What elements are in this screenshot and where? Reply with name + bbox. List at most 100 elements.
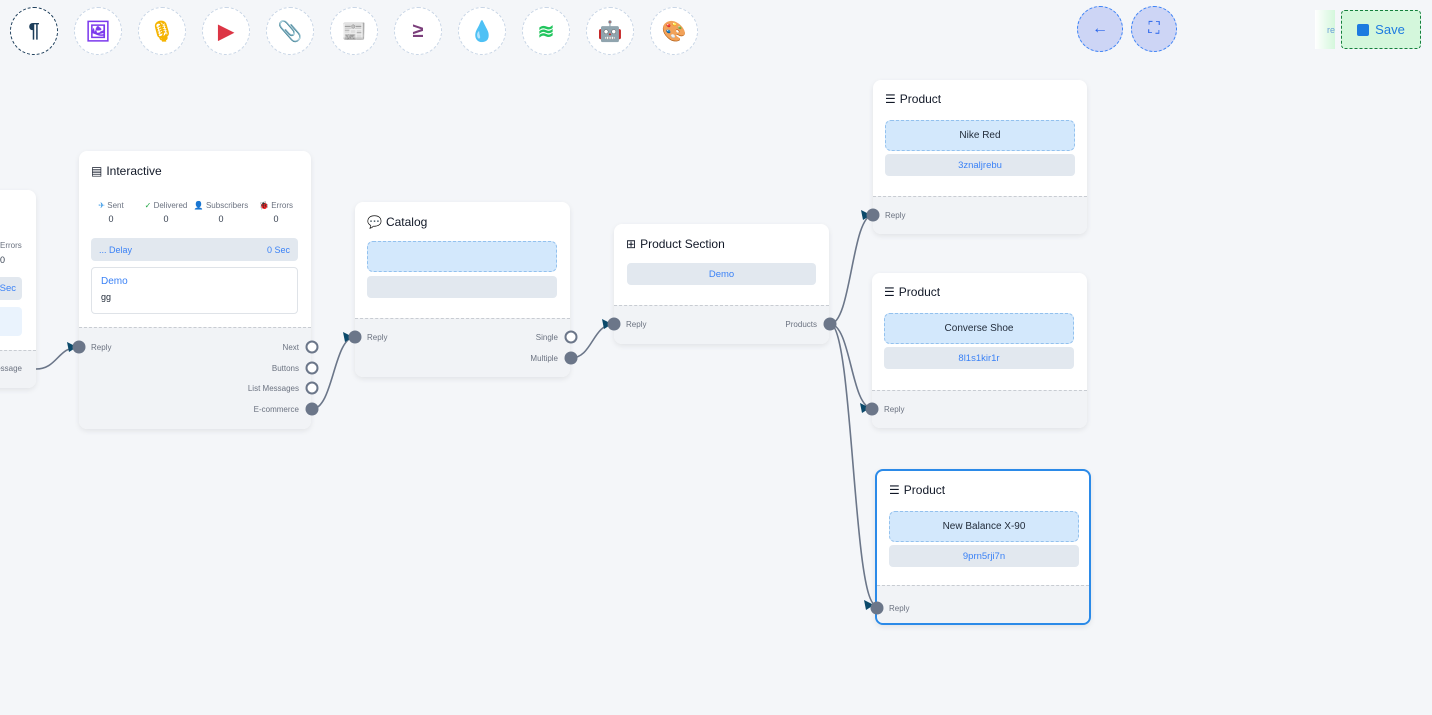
node-title: ⊞Product Section [626, 237, 725, 251]
node-product[interactable]: ☰Product Nike Red 3znaljrebu Reply [866, 80, 1087, 234]
back-button[interactable]: ← [1077, 6, 1123, 52]
bars-icon: ☰ [885, 92, 896, 106]
robot-icon: 🤖 [597, 20, 623, 43]
output-handle[interactable] [305, 381, 319, 395]
input-label: Reply [885, 211, 906, 220]
stat-delivered: ✓ Delivered 0 [138, 201, 194, 224]
partial-button[interactable]: re [1315, 10, 1335, 49]
droplet-icon: 💧 [469, 20, 495, 43]
save-button[interactable]: Save [1341, 10, 1421, 49]
newspaper-icon: 📰 [341, 20, 367, 43]
table-icon: ⊞ [626, 237, 637, 251]
node-footer [872, 390, 1087, 428]
output-handle[interactable] [305, 402, 319, 416]
microphone-icon: 🎙 [149, 20, 175, 43]
collapse-button[interactable]: ⛶ [1131, 6, 1177, 52]
tool-button-microphone[interactable]: 🎙 [138, 7, 186, 55]
errors-value: 0 [0, 255, 6, 265]
input-handle[interactable] [348, 330, 362, 344]
product-id: 3znaljrebu [885, 154, 1075, 176]
output-handle[interactable] [305, 340, 319, 354]
product-id: 8l1s1kir1r [884, 347, 1074, 369]
input-handle[interactable] [865, 402, 879, 416]
node-footer [355, 318, 570, 377]
image-icon: 🖼 [85, 20, 111, 43]
product-name[interactable]: Nike Red [885, 120, 1075, 151]
output-label: essage [0, 364, 22, 373]
node-title: ☰Product [884, 285, 940, 299]
stat-value: 0 [163, 214, 169, 224]
tool-button-palette[interactable]: 🎨 [650, 7, 698, 55]
input-handle[interactable] [870, 601, 884, 615]
delivered-icon: ✓ [144, 201, 152, 210]
delay-label: ... Delay [99, 244, 133, 255]
title-text: Catalog [385, 215, 428, 229]
edge-4[interactable] [829, 323, 873, 409]
tool-button-droplet[interactable]: 💧 [458, 7, 506, 55]
tool-button-robot[interactable]: 🤖 [586, 7, 634, 55]
message-card[interactable]: Demo gg [91, 267, 298, 314]
input-handle[interactable] [72, 340, 86, 354]
tool-button-image[interactable]: 🖼 [74, 7, 122, 55]
output-label-single: Single [535, 333, 558, 342]
node-footer [877, 585, 1089, 623]
output-handle-single[interactable] [564, 330, 578, 344]
tool-button-greater-equal[interactable]: ≥ [394, 7, 442, 55]
product-name-text: Nike Red [959, 130, 1001, 141]
title-text: Product [899, 92, 942, 106]
title-text: Product [903, 483, 946, 497]
stat-label: Sent [107, 201, 124, 210]
output-handle[interactable] [305, 361, 319, 375]
node-product[interactable]: ☰Product Converse Shoe 8l1s1kir1r Reply [865, 273, 1087, 428]
message-box [0, 307, 22, 336]
youtube-icon: ▶ [218, 20, 234, 43]
input-label: Reply [889, 604, 910, 613]
node-footer [0, 350, 36, 388]
tool-button-paragraph[interactable]: ¶ [10, 7, 58, 55]
edge-5[interactable] [829, 323, 877, 606]
output-label: Buttons [271, 363, 299, 373]
tool-button-stack[interactable]: ≋ [522, 7, 570, 55]
input-label: Reply [367, 333, 388, 342]
compress-icon: ⛶ [1148, 20, 1160, 37]
tool-button-youtube[interactable]: ▶ [202, 7, 250, 55]
title-text: Product [898, 285, 941, 299]
output-label-multiple: Multiple [530, 354, 558, 363]
product-name-text: Converse Shoe [944, 323, 1014, 334]
input-label: Reply [626, 320, 647, 329]
paperclip-icon: 📎 [277, 20, 303, 43]
node-partial[interactable]: Errors 0 Sec essage [0, 190, 36, 388]
tool-button-newspaper[interactable]: 📰 [330, 7, 378, 55]
tool-button-paperclip[interactable]: 📎 [266, 7, 314, 55]
input-label: Reply [91, 343, 112, 352]
title-text: Product Section [640, 237, 725, 251]
node-catalog[interactable]: 💬Catalog Reply Single Multiple [348, 202, 578, 377]
stat-label: Subscribers [205, 201, 249, 210]
output-handle-products[interactable] [823, 317, 837, 331]
edge-3[interactable] [829, 214, 874, 325]
errors-icon: 🐞 [259, 201, 269, 210]
section-item[interactable]: Demo [627, 263, 816, 285]
node-title: ☰Product [889, 483, 945, 497]
title-text: Interactive [106, 164, 162, 178]
node-product-section[interactable]: ⊞Product Section Demo Reply Products [607, 224, 837, 344]
catalog-item[interactable] [367, 241, 557, 272]
node-product[interactable]: ☰Product New Balance X-90 9prn5rji7n Rep… [870, 469, 1091, 625]
product-name[interactable]: New Balance X-90 [889, 511, 1079, 542]
edge-2[interactable] [570, 323, 615, 359]
stat-label: Errors [271, 201, 293, 210]
stat-label: Delivered [153, 201, 188, 210]
delay-bar[interactable]: Sec [0, 277, 22, 300]
product-name[interactable]: Converse Shoe [884, 313, 1074, 344]
errors-label: Errors [0, 241, 22, 250]
input-handle[interactable] [607, 317, 621, 331]
greater-equal-icon: ≥ [412, 19, 424, 42]
input-handle[interactable] [866, 208, 880, 222]
subscribers-icon: 👤 [193, 201, 204, 210]
output-label: E-commerce [253, 405, 299, 415]
output-handle-multiple[interactable] [564, 351, 578, 365]
node-footer [614, 305, 829, 344]
